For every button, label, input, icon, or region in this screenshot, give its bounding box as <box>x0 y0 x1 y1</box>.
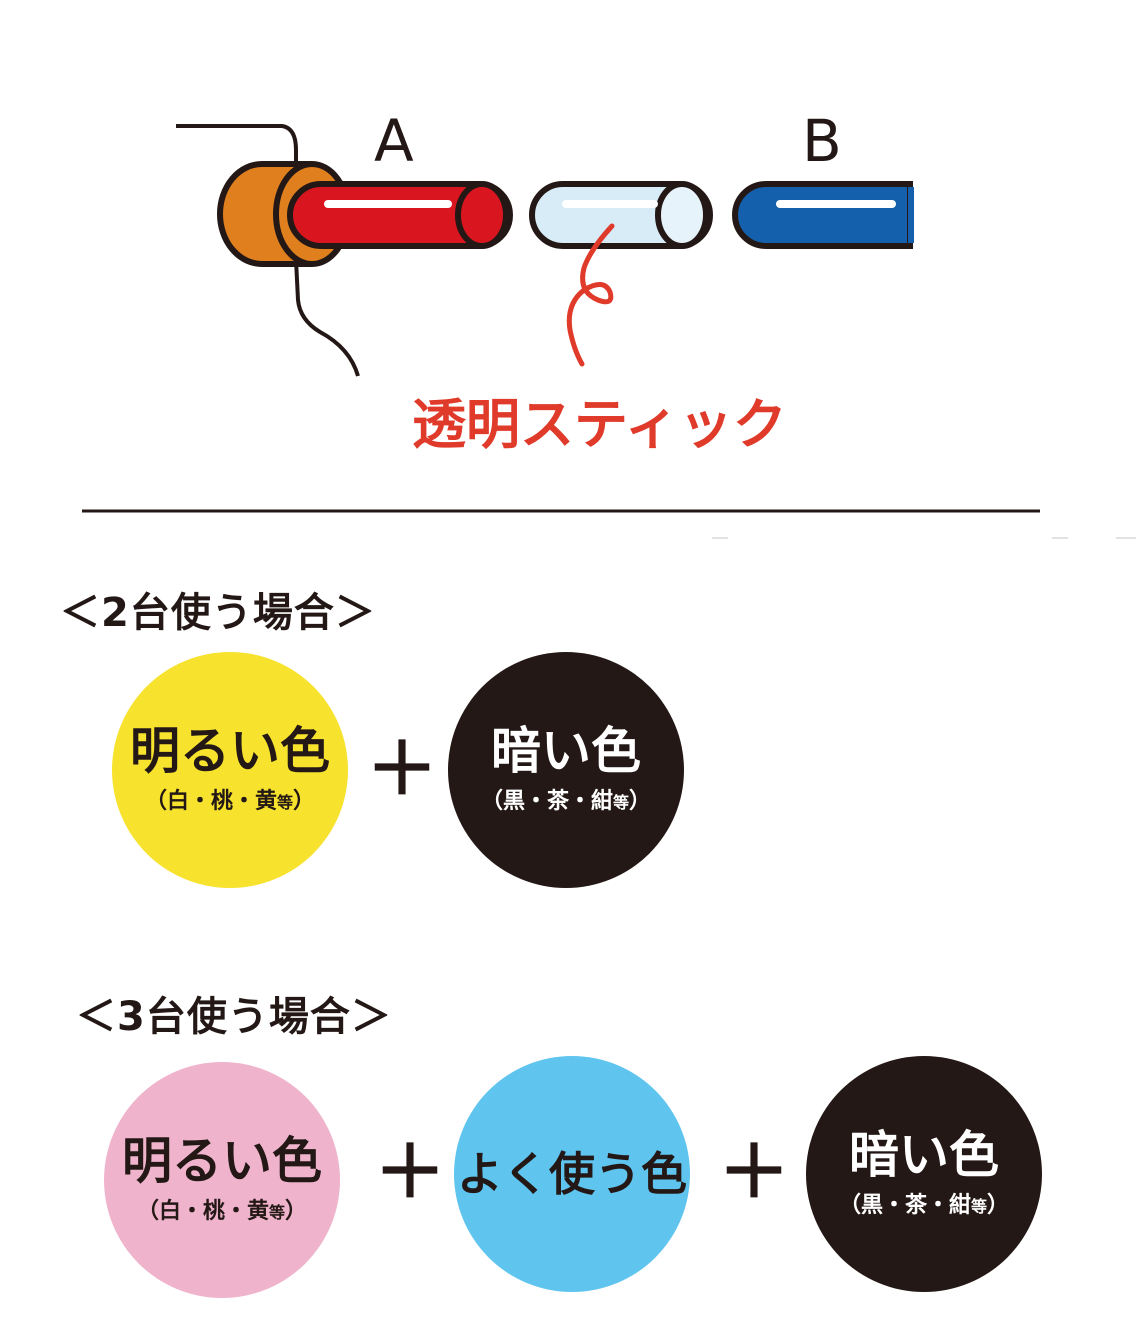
stick-b-highlight <box>776 200 896 208</box>
cord-top <box>176 124 298 172</box>
stick-a-end <box>455 181 509 249</box>
label-a: A <box>374 107 414 175</box>
bright-color-examples: （白・桃・黄等） <box>144 789 316 815</box>
dark-color-circle-3: 暗い色 （黒・茶・紺等） <box>806 1056 1042 1292</box>
plus-sign-2: ＋ <box>718 1130 791 1214</box>
plus-sign-1: ＋ <box>374 1130 447 1214</box>
two-units-heading: ＜2台使う場合＞ <box>60 590 376 636</box>
stick-a-highlight <box>324 200 452 208</box>
stick-a <box>287 181 513 249</box>
bright-color-circle: 明るい色 （白・桃・黄等） <box>112 652 348 888</box>
three-units-heading: ＜3台使う場合＞ <box>76 994 392 1040</box>
dark-color-label-3: 暗い色 <box>849 1125 999 1184</box>
bright-color-label: 明るい色 <box>130 721 330 780</box>
bright-color-examples-3: （白・桃・黄等） <box>136 1199 308 1225</box>
dark-color-examples-3: （黒・茶・紺等） <box>838 1193 1010 1219</box>
dark-color-examples: （黒・茶・紺等） <box>480 789 652 815</box>
often-used-color-circle: よく使う色 <box>454 1056 690 1292</box>
often-used-color-label: よく使う色 <box>457 1146 687 1201</box>
clear-stick-end <box>655 181 709 249</box>
bright-color-label-3: 明るい色 <box>122 1131 322 1190</box>
dark-color-label: 暗い色 <box>491 721 641 780</box>
label-b: B <box>802 107 842 175</box>
dark-color-circle: 暗い色 （黒・茶・紺等） <box>448 652 684 888</box>
cord-bottom <box>294 259 360 377</box>
stick-b <box>732 181 913 249</box>
plus-sign: ＋ <box>366 727 439 811</box>
clear-stick-highlight <box>562 200 658 208</box>
bright-color-circle-3: 明るい色 （白・桃・黄等） <box>104 1062 340 1298</box>
clear-stick-caption: 透明スティック <box>412 393 787 456</box>
pointer-curl <box>566 223 615 367</box>
